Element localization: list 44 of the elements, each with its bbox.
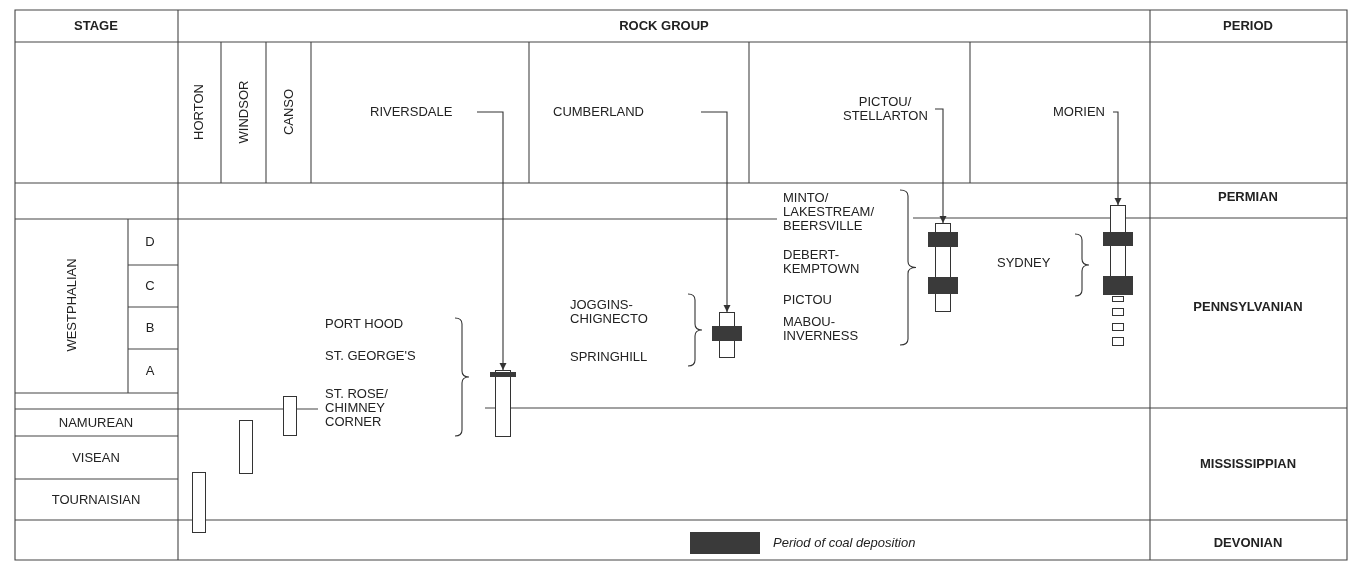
unit-name: D xyxy=(145,235,155,249)
period-name: PENNSYLVANIAN xyxy=(1193,300,1303,314)
rock-group-name: MORIEN xyxy=(1053,105,1105,119)
unit-name: PORT HOOD xyxy=(325,317,404,331)
unit-name: TOURNAISIAN xyxy=(51,493,141,507)
unit-name: NAMUREAN xyxy=(58,416,134,430)
unit-name: A xyxy=(145,364,155,378)
unit-name: VISEAN xyxy=(72,451,120,465)
unit-name: WESTPHALIAN xyxy=(65,258,79,352)
arrow xyxy=(1112,111,1122,206)
period-name: PERMIAN xyxy=(1218,190,1278,204)
column-header: ROCK GROUP xyxy=(619,19,709,33)
unit-name: PICTOU xyxy=(783,293,832,307)
range-bar xyxy=(928,223,958,312)
unit-name: B xyxy=(145,321,155,335)
unit-name: SYDNEY xyxy=(997,256,1051,270)
legend-text: Period of coal deposition xyxy=(773,536,916,550)
range-bar xyxy=(712,312,742,358)
rock-group-name: RIVERSDALE xyxy=(370,105,453,119)
rock-group-name: CUMBERLAND xyxy=(553,105,644,119)
unit-name: MINTO/ LAKESTREAM/ BEERSVILLE xyxy=(783,191,876,233)
range-bar xyxy=(192,472,206,533)
rock-group-name: PICTOU/ STELLARTON xyxy=(843,95,927,123)
unit-name: SPRINGHILL xyxy=(570,350,648,364)
unit-name: DEBERT- KEMPTOWN xyxy=(783,248,861,276)
arrow xyxy=(934,108,947,224)
unit-name: ST. ROSE/ CHIMNEY CORNER xyxy=(325,387,389,429)
unit-name: ST. GEORGE'S xyxy=(325,349,416,363)
arrow xyxy=(700,111,731,313)
unit-name: JOGGINS- CHIGNECTO xyxy=(570,298,649,326)
range-bar xyxy=(1103,205,1133,346)
rock-group-name: CANSO xyxy=(282,88,296,136)
rock-group-name: WINDSOR xyxy=(237,80,251,144)
range-bar xyxy=(283,396,297,436)
rock-group-name: HORTON xyxy=(192,84,206,140)
period-name: MISSISSIPPIAN xyxy=(1199,457,1297,471)
arrow xyxy=(476,111,507,371)
range-bar xyxy=(239,420,253,474)
column-header: STAGE xyxy=(74,19,118,33)
period-name: DEVONIAN xyxy=(1213,536,1283,550)
range-bar xyxy=(490,370,516,437)
unit-name: C xyxy=(145,279,155,293)
column-header: PERIOD xyxy=(1223,19,1273,33)
unit-name: MABOU- INVERNESS xyxy=(783,315,860,343)
